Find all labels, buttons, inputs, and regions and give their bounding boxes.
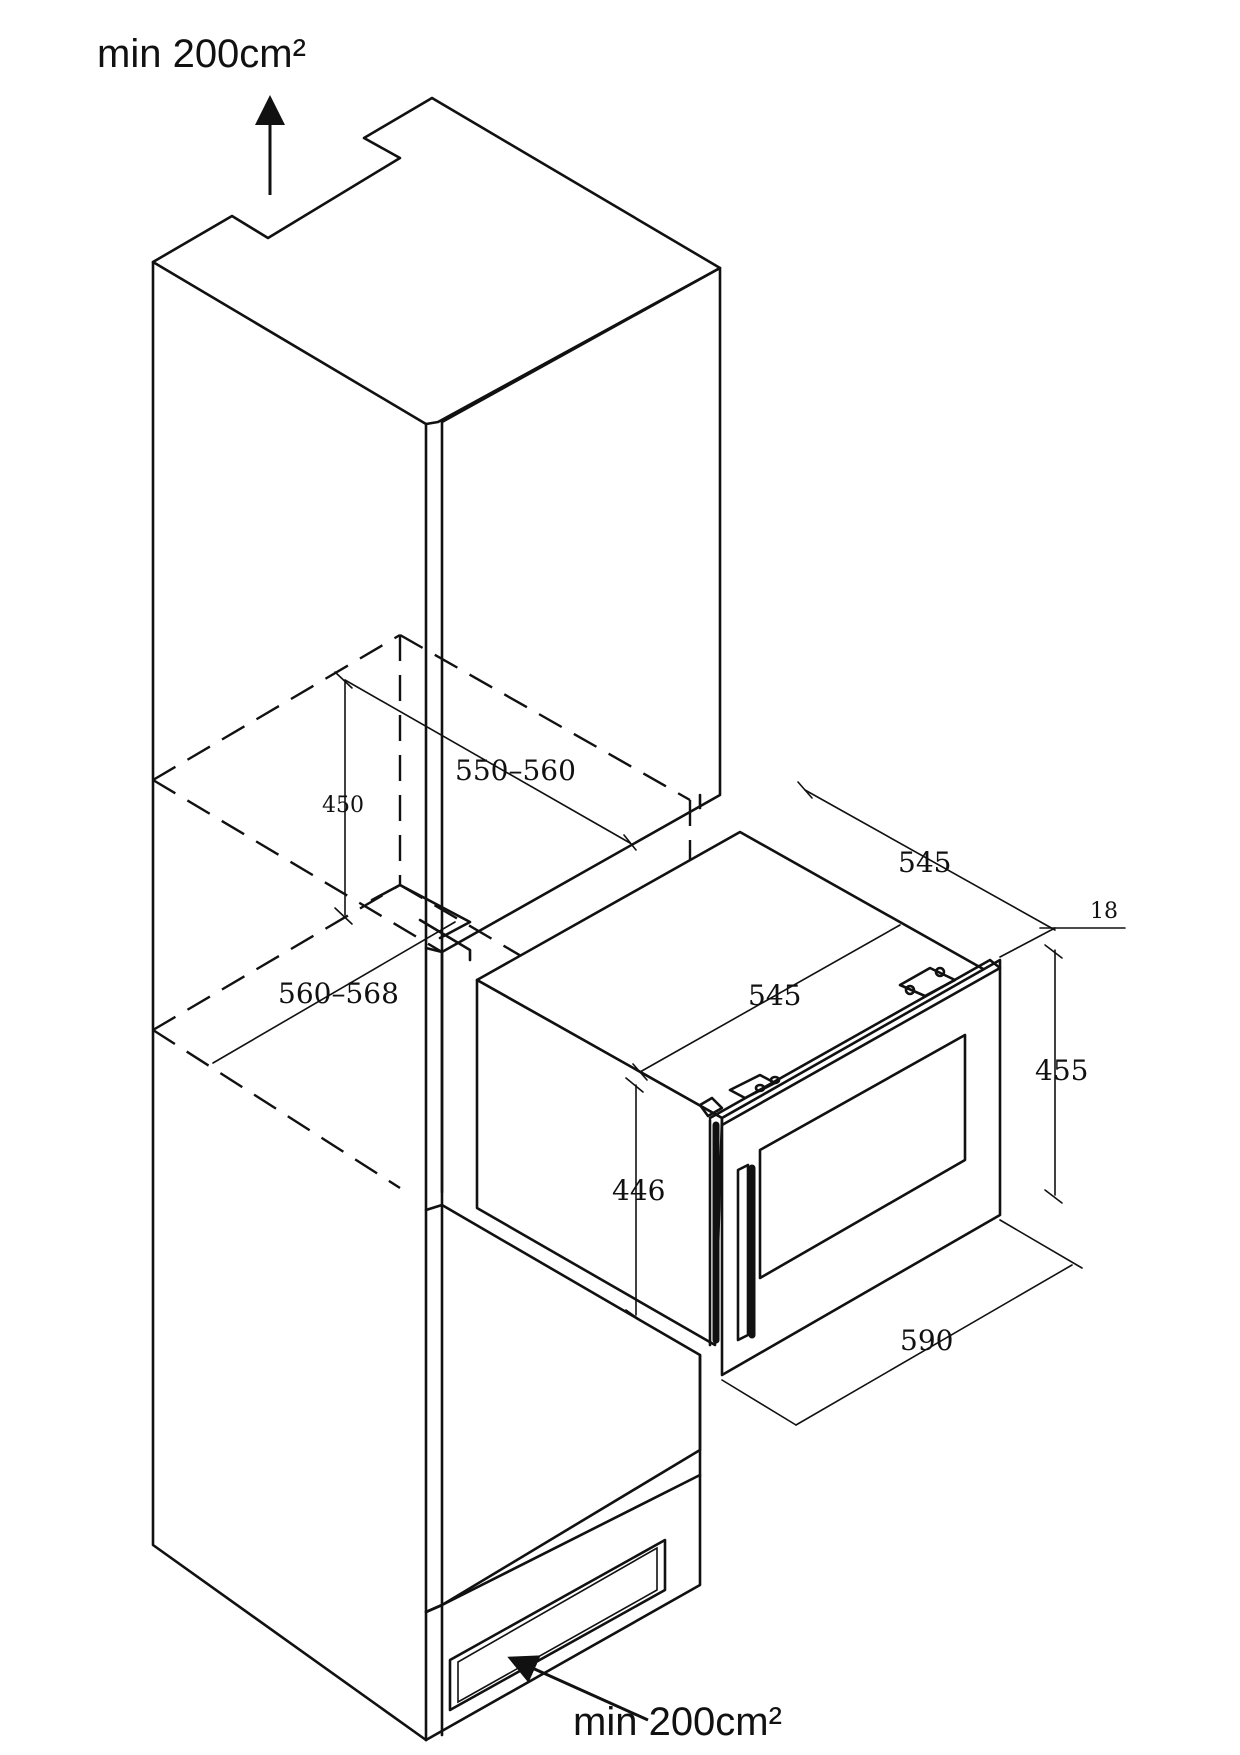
dim-appliance-depth-top: 545 — [898, 846, 951, 879]
vent-bottom-label: min 200cm² — [573, 1700, 782, 1744]
dim-appliance-depth-side: 545 — [748, 979, 801, 1012]
dim-niche-height: 450 — [322, 793, 364, 818]
vent-bottom-arrow — [507, 1655, 649, 1722]
cabinet-left-side — [151, 260, 428, 1742]
dim-door-thickness: 18 — [1090, 899, 1118, 924]
appliance — [475, 830, 1002, 1377]
dim-niche-depth: 550–560 — [455, 754, 576, 787]
plinth — [424, 1473, 702, 1742]
dim-body-height: 446 — [612, 1174, 665, 1207]
vent-grille — [448, 1538, 667, 1712]
dim-front-height: 455 — [1035, 1054, 1088, 1087]
tall-cabinet — [151, 96, 722, 1742]
dim-niche-width: 560–568 — [278, 977, 399, 1010]
cabinet-top-face — [151, 96, 722, 426]
dim-front-width: 590 — [900, 1324, 953, 1357]
door-glass — [758, 1033, 967, 1280]
appliance-front — [720, 958, 1002, 1377]
upper-door — [440, 266, 722, 954]
dimension-lines — [212, 671, 1126, 1426]
vent-top-label: min 200cm² — [97, 32, 306, 76]
door-handle — [736, 1163, 750, 1342]
